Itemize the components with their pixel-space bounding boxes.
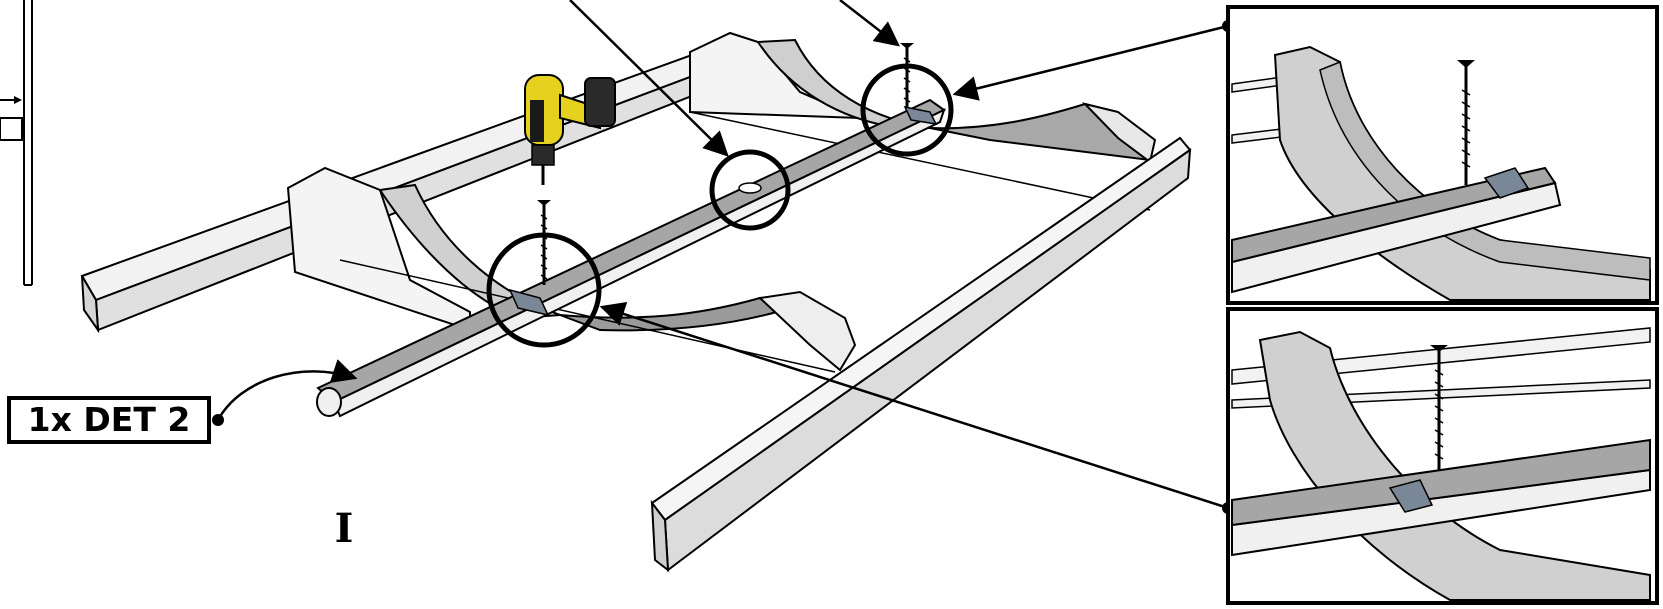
callout-circle [709, 149, 791, 231]
screw-icon [900, 43, 914, 108]
pointer-arrow [839, 0, 900, 47]
screw-icon [537, 200, 551, 285]
callout-circle [860, 63, 954, 157]
callout-circle [486, 232, 602, 348]
detail-view [1226, 307, 1659, 605]
step-marker: I [334, 505, 354, 552]
front-rail [650, 136, 1192, 573]
detail-view [1226, 5, 1659, 305]
pointer-arrow [569, 0, 729, 157]
detail-pointer [599, 301, 1229, 510]
detail-pointer [952, 24, 1229, 101]
drill-icon [524, 74, 616, 185]
part-label: 1x DET 2 [7, 396, 211, 444]
label-leader [216, 359, 358, 421]
support-block-back-right [689, 31, 1157, 164]
previous-step-fragment [0, 0, 33, 286]
